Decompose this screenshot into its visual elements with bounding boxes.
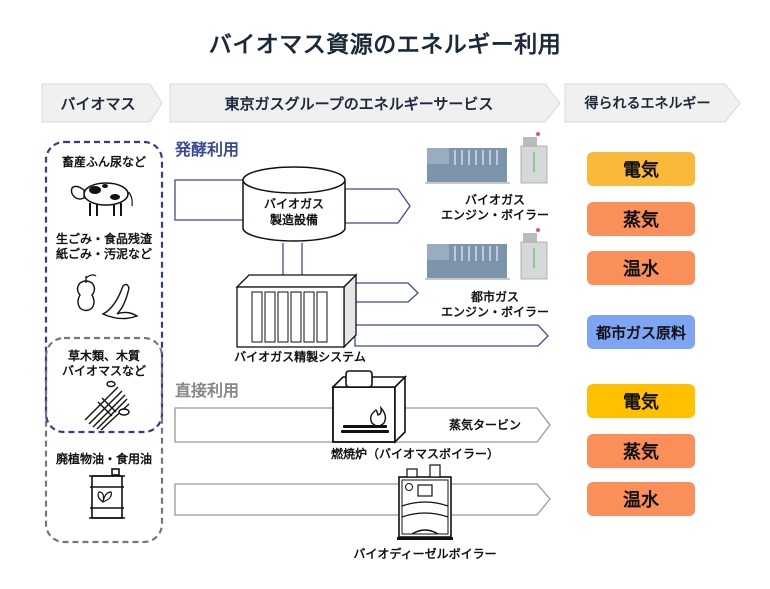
source-wood-label-2: バイオマスなど — [61, 364, 146, 378]
output-electricity-fermentation: 電気 — [587, 152, 695, 186]
arrow-biodiesel-boiler — [174, 483, 551, 516]
biodiesel-boiler-label: バイオディーゼルボイラー — [353, 547, 497, 561]
arrow-refining-to-citygas-engine — [354, 282, 419, 303]
fermentation-source-group — [44, 140, 164, 434]
output-electricity-direct: 電気 — [587, 384, 695, 418]
section-fermentation-label: 発酵利用 — [175, 140, 240, 159]
steam-turbine-label: 蒸気タービン — [448, 418, 521, 432]
furnace-label: 燃焼炉（バイオマスボイラー） — [330, 447, 499, 461]
biogas-plant-cylinder-icon — [242, 166, 346, 242]
header-step-service: 東京ガスグループのエネルギーサービス — [224, 95, 494, 113]
citygas-engine-image — [425, 244, 510, 280]
biogas-plant-label-1: バイオガス — [263, 197, 324, 211]
food-waste-icon — [76, 274, 139, 320]
source-oil-label: 廃植物油・食用油 — [55, 452, 152, 466]
header-step-energy: 得られるエネルギー — [584, 96, 711, 112]
citygas-engine-label-1: 都市ガス — [470, 290, 519, 304]
arrow-refining-to-citygas-material — [354, 324, 549, 347]
oil-drum-icon — [89, 468, 125, 519]
output-steam-fermentation: 蒸気 — [587, 202, 695, 236]
page-title: バイオマス資源のエネルギー利用 — [208, 32, 562, 58]
biogas-engine-label-2: エンジン・ボイラー — [440, 208, 549, 222]
output-hotwater-direct: 温水 — [587, 482, 695, 516]
cow-icon — [70, 182, 133, 216]
source-food-waste-label-2: 紙ごみ・汚泥など — [55, 247, 152, 261]
output-citygas-material: 都市ガス原料 — [587, 315, 695, 349]
section-direct-label: 直接利用 — [175, 381, 240, 400]
arrow-biogas-to-engine — [344, 188, 411, 224]
source-food-waste-label-1: 生ごみ・食品残渣 — [55, 232, 152, 246]
direct-source-group — [44, 336, 164, 544]
output-steam-direct: 蒸気 — [587, 434, 695, 468]
citygas-boiler-image — [520, 228, 548, 280]
refining-system-icon — [235, 273, 358, 349]
wood-bundle-icon — [84, 380, 130, 431]
refining-system-label: バイオガス精製システム — [234, 350, 366, 364]
biogas-engine-label-1: バイオガス — [464, 193, 525, 207]
biogas-engine-image — [425, 148, 510, 184]
biogas-boiler-image — [520, 132, 548, 184]
header-step-biomass-shape — [41, 83, 163, 123]
biogas-plant-label-2: 製造設備 — [269, 213, 318, 227]
arrow-into-biogas-plant — [174, 179, 245, 221]
source-wood-label-1: 草木類、木質 — [67, 349, 140, 363]
output-hotwater-fermentation: 温水 — [587, 251, 695, 285]
header-step-service-shape — [169, 83, 561, 123]
source-livestock-label: 畜産ふん尿など — [61, 155, 146, 169]
citygas-engine-label-2: エンジン・ボイラー — [440, 305, 549, 319]
header-step-biomass: バイオマス — [60, 95, 136, 113]
biodiesel-boiler-icon — [397, 464, 453, 540]
furnace-icon — [331, 370, 407, 444]
header-step-energy-shape — [564, 83, 741, 123]
